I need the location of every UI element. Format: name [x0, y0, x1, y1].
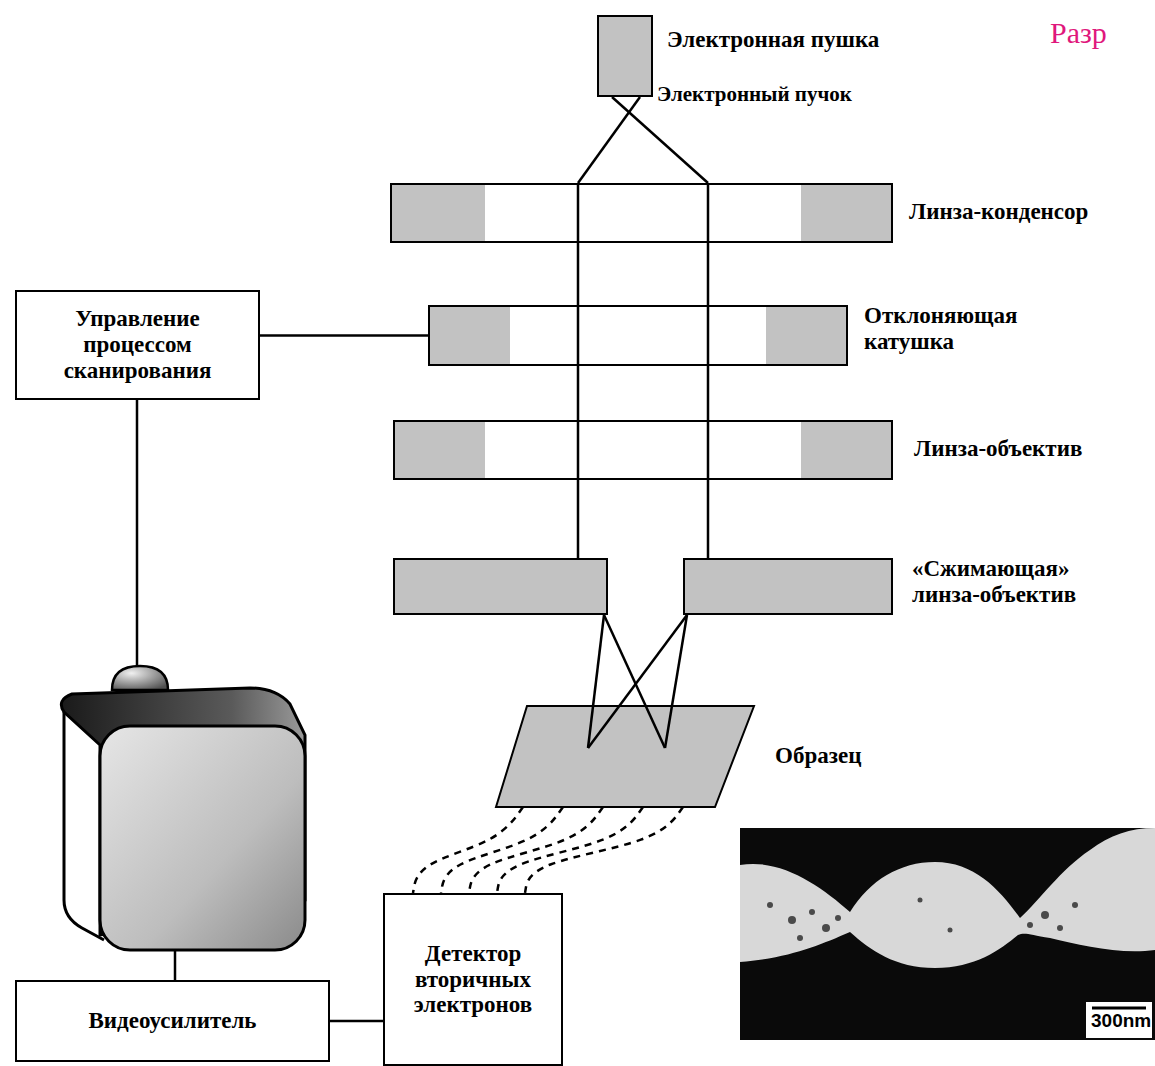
monitor-screen — [100, 726, 305, 950]
micrograph-texture — [767, 898, 1078, 942]
speckle — [948, 928, 953, 933]
control-box: Управление процессом сканирования — [15, 290, 260, 400]
beam-label: Электронный пучок — [657, 83, 852, 106]
micrograph-specimen — [740, 828, 1155, 968]
detector-box: Детектор вторичных электронов — [383, 893, 563, 1066]
speckle — [788, 916, 796, 924]
speckle — [797, 935, 803, 941]
monitor-body-edge — [64, 712, 104, 940]
monitor-dome — [112, 666, 168, 690]
speckle — [767, 902, 773, 908]
specimen: Образец — [495, 705, 755, 808]
electron-path — [525, 807, 683, 893]
electron-gun: Электронная пушка — [597, 15, 653, 97]
specimen-shape — [495, 705, 755, 808]
part-label: «Сжимающая» линза-объектив — [912, 556, 1122, 608]
secondary-electron-flow — [413, 807, 683, 893]
scale-label: 300nm — [1091, 1011, 1151, 1032]
speckle — [918, 898, 923, 903]
focused-beam — [665, 615, 687, 748]
slide-title: Разр — [1050, 16, 1107, 50]
condenser-lens: Линза-конденсор — [390, 183, 893, 243]
micrograph-ground — [740, 828, 1155, 1040]
monitor-illustration — [61, 666, 305, 950]
final-lens: «Сжимающая» линза-объектив — [393, 558, 893, 615]
scale-bar-panel — [1086, 1002, 1152, 1038]
lens-block — [683, 558, 893, 615]
part-label: Электронная пушка — [667, 27, 879, 53]
box-text: Детектор вторичных электронов — [398, 941, 548, 1019]
electron-path — [497, 807, 643, 893]
electron-path — [441, 807, 563, 893]
signal-line — [260, 335, 428, 336]
electron-path — [413, 807, 523, 893]
objective-lens: Линза-объектив — [393, 420, 893, 480]
speckle — [1041, 911, 1049, 919]
box-text: Видеоусилитель — [88, 1008, 256, 1034]
signal-wire — [174, 950, 177, 980]
specimen-plate — [496, 706, 754, 807]
beam-line — [578, 97, 640, 183]
speckle — [1027, 922, 1033, 928]
deflection-coil: Отклоняющая катушка — [428, 305, 848, 366]
focused-beam — [588, 615, 687, 748]
part-label: Линза-конденсор — [909, 199, 1088, 225]
beam-line — [612, 97, 708, 183]
amplifier-box: Видеоусилитель — [15, 980, 330, 1062]
micrograph — [740, 828, 1155, 1040]
wire — [330, 1020, 383, 1023]
part-label: Образец — [775, 743, 861, 769]
speckle — [822, 924, 830, 932]
box-text: Управление процессом сканирования — [50, 306, 225, 384]
speckle — [1072, 902, 1078, 908]
speckle — [835, 915, 841, 921]
lens-block — [393, 558, 608, 615]
part-label: Отклоняющая катушка — [864, 303, 1034, 355]
signal-line — [330, 1021, 383, 1022]
electron-path — [469, 807, 603, 893]
speckle — [809, 909, 815, 915]
focused-beam — [604, 615, 665, 748]
signal-wire — [136, 400, 139, 668]
speckle — [1057, 925, 1063, 931]
wire — [260, 334, 428, 337]
scale-bar — [1092, 1007, 1146, 1010]
part-label: Линза-объектив — [914, 436, 1082, 462]
